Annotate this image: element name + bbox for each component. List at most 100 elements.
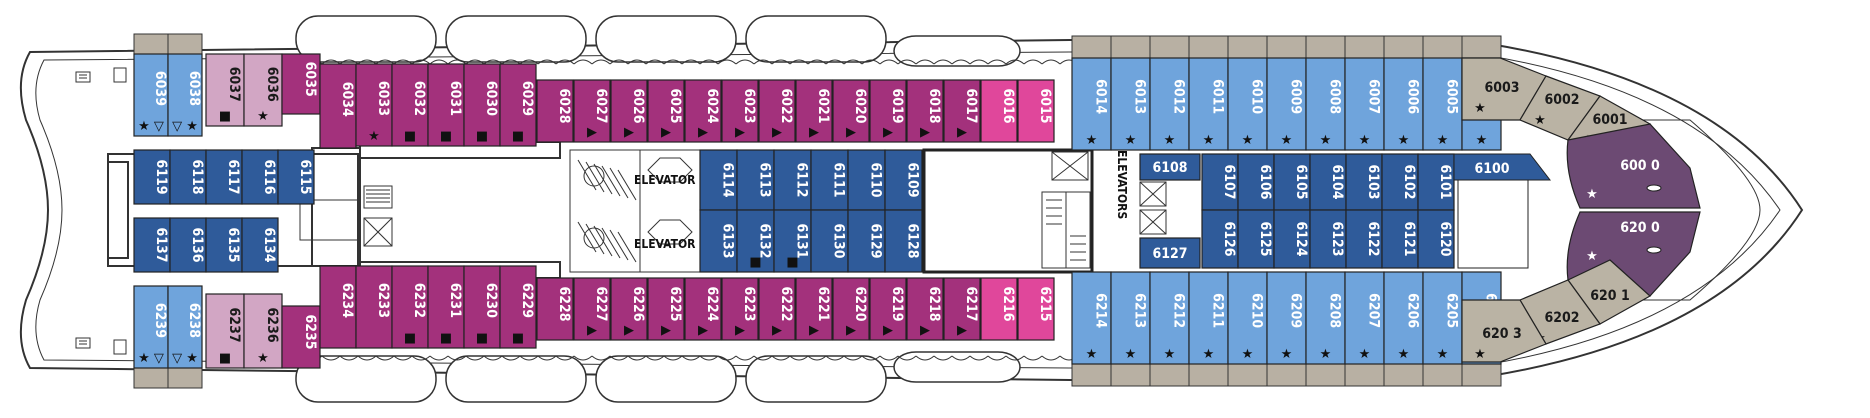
- cabin-6007[interactable]: 6007★: [1344, 57, 1385, 151]
- cabin-6213[interactable]: 6213★: [1110, 271, 1151, 365]
- cabin-6222[interactable]: 6222▶: [758, 277, 796, 341]
- cabin-6024[interactable]: 6024▶: [684, 79, 722, 143]
- cabin-6133[interactable]: 6133: [699, 209, 738, 273]
- cabin-6233[interactable]: 6233: [355, 265, 393, 349]
- cabin-6216[interactable]: 6216: [980, 277, 1018, 341]
- cabin-6019[interactable]: 6019▶: [869, 79, 907, 143]
- cabin-6219[interactable]: 6219▶: [869, 277, 907, 341]
- cabin-6123[interactable]: 6123: [1309, 209, 1347, 269]
- cabin-6013[interactable]: 6013★: [1110, 57, 1151, 151]
- cabin-6238[interactable]: 6238▽ ★: [167, 285, 203, 369]
- cabin-6005[interactable]: 6005★: [1422, 57, 1463, 151]
- cabin-6002[interactable]: 6002★: [1519, 75, 1601, 141]
- cabin-6025[interactable]: 6025▶: [647, 79, 685, 143]
- cabin-6039[interactable]: 6039★ ▽: [133, 53, 169, 137]
- cabin-6210[interactable]: 6210★: [1227, 271, 1268, 365]
- cabin-6218[interactable]: 6218▶: [906, 277, 944, 341]
- cabin-6110[interactable]: 6110: [847, 149, 886, 211]
- cabin-6023[interactable]: 6023▶: [721, 79, 759, 143]
- cabin-6102[interactable]: 6102: [1381, 153, 1419, 211]
- cabin-6112[interactable]: 6112: [773, 149, 812, 211]
- cabin-6026[interactable]: 6026▶: [610, 79, 648, 143]
- cabin-6010[interactable]: 6010★: [1227, 57, 1268, 151]
- cabin-6015[interactable]: 6015: [1017, 79, 1055, 143]
- cabin-6106[interactable]: 6106: [1237, 153, 1275, 211]
- cabin-6031[interactable]: 6031■: [427, 63, 465, 147]
- cabin-6130[interactable]: 6130: [810, 209, 849, 273]
- cabin-6009[interactable]: 6009★: [1266, 57, 1307, 151]
- cabin-6008[interactable]: 6008★: [1305, 57, 1346, 151]
- cabin-6000[interactable]: 600 0★: [1566, 123, 1701, 209]
- cabin-6124[interactable]: 6124: [1273, 209, 1311, 269]
- cabin-6226[interactable]: 6226▶: [610, 277, 648, 341]
- cabin-6126[interactable]: 6126: [1201, 209, 1239, 269]
- cabin-6120[interactable]: 6120: [1417, 209, 1455, 269]
- cabin-6236[interactable]: 6236★: [243, 293, 283, 369]
- cabin-6134[interactable]: 6134: [241, 217, 279, 273]
- cabin-6128[interactable]: 6128: [884, 209, 923, 273]
- cabin-6122[interactable]: 6122: [1345, 209, 1383, 269]
- cabin-6239[interactable]: 6239★ ▽: [133, 285, 169, 369]
- cabin-6021[interactable]: 6021▶: [795, 79, 833, 143]
- cabin-6221[interactable]: 6221▶: [795, 277, 833, 341]
- cabin-6100[interactable]: 6100: [1453, 153, 1552, 181]
- cabin-6105[interactable]: 6105: [1273, 153, 1311, 211]
- cabin-6011[interactable]: 6011★: [1188, 57, 1229, 151]
- cabin-6211[interactable]: 6211★: [1188, 271, 1229, 365]
- cabin-6038[interactable]: 6038▽ ★: [167, 53, 203, 137]
- cabin-6207[interactable]: 6207★: [1344, 271, 1385, 365]
- cabin-6113[interactable]: 6113: [736, 149, 775, 211]
- cabin-6232[interactable]: 6232■: [391, 265, 429, 349]
- cabin-6017[interactable]: 6017▶: [943, 79, 981, 143]
- cabin-6132[interactable]: 6132■: [736, 209, 775, 273]
- cabin-6220[interactable]: 6220▶: [832, 277, 870, 341]
- cabin-6016[interactable]: 6016: [980, 79, 1018, 143]
- cabin-6028[interactable]: 6028: [536, 79, 574, 143]
- cabin-6107[interactable]: 6107: [1201, 153, 1239, 211]
- cabin-6109[interactable]: 6109: [884, 149, 923, 211]
- cabin-6029[interactable]: 6029■: [499, 63, 537, 147]
- cabin-6237[interactable]: 6237■: [205, 293, 245, 369]
- cabin-6032[interactable]: 6032■: [391, 63, 429, 147]
- cabin-6217[interactable]: 6217▶: [943, 277, 981, 341]
- cabin-6117[interactable]: 6117: [205, 149, 243, 205]
- cabin-6127[interactable]: 6127: [1139, 237, 1201, 269]
- cabin-6212[interactable]: 6212★: [1149, 271, 1190, 365]
- cabin-6030[interactable]: 6030■: [463, 63, 501, 147]
- cabin-6215[interactable]: 6215: [1017, 277, 1055, 341]
- cabin-6208[interactable]: 6208★: [1305, 271, 1346, 365]
- cabin-6119[interactable]: 6119: [133, 149, 171, 205]
- cabin-6235[interactable]: 6235: [281, 305, 321, 369]
- cabin-6209[interactable]: 6209★: [1266, 271, 1307, 365]
- cabin-6101[interactable]: 6101: [1417, 153, 1455, 211]
- cabin-6136[interactable]: 6136: [169, 217, 207, 273]
- cabin-6214[interactable]: 6214★: [1071, 271, 1112, 365]
- cabin-6228[interactable]: 6228: [536, 277, 574, 341]
- cabin-6108[interactable]: 6108: [1139, 153, 1201, 181]
- cabin-6022[interactable]: 6022▶: [758, 79, 796, 143]
- cabin-6227[interactable]: 6227▶: [573, 277, 611, 341]
- cabin-6027[interactable]: 6027▶: [573, 79, 611, 143]
- cabin-6003[interactable]: 6003★: [1461, 57, 1547, 121]
- cabin-6033[interactable]: 6033★: [355, 63, 393, 147]
- cabin-6115[interactable]: 6115: [277, 149, 315, 205]
- cabin-6205[interactable]: 6205★: [1422, 271, 1463, 365]
- cabin-6225[interactable]: 6225▶: [647, 277, 685, 341]
- cabin-6036[interactable]: 6036★: [243, 53, 283, 127]
- cabin-6137[interactable]: 6137: [133, 217, 171, 273]
- cabin-6230[interactable]: 6230■: [463, 265, 501, 349]
- cabin-6229[interactable]: 6229■: [499, 265, 537, 349]
- cabin-6006[interactable]: 6006★: [1383, 57, 1424, 151]
- cabin-6224[interactable]: 6224▶: [684, 277, 722, 341]
- cabin-6037[interactable]: 6037■: [205, 53, 245, 127]
- cabin-6121[interactable]: 6121: [1381, 209, 1419, 269]
- cabin-6116[interactable]: 6116: [241, 149, 279, 205]
- cabin-6118[interactable]: 6118: [169, 149, 207, 205]
- cabin-6231[interactable]: 6231■: [427, 265, 465, 349]
- cabin-6104[interactable]: 6104: [1309, 153, 1347, 211]
- cabin-6206[interactable]: 6206★: [1383, 271, 1424, 365]
- cabin-6020[interactable]: 6020▶: [832, 79, 870, 143]
- cabin-6129[interactable]: 6129: [847, 209, 886, 273]
- cabin-6135[interactable]: 6135: [205, 217, 243, 273]
- cabin-6111[interactable]: 6111: [810, 149, 849, 211]
